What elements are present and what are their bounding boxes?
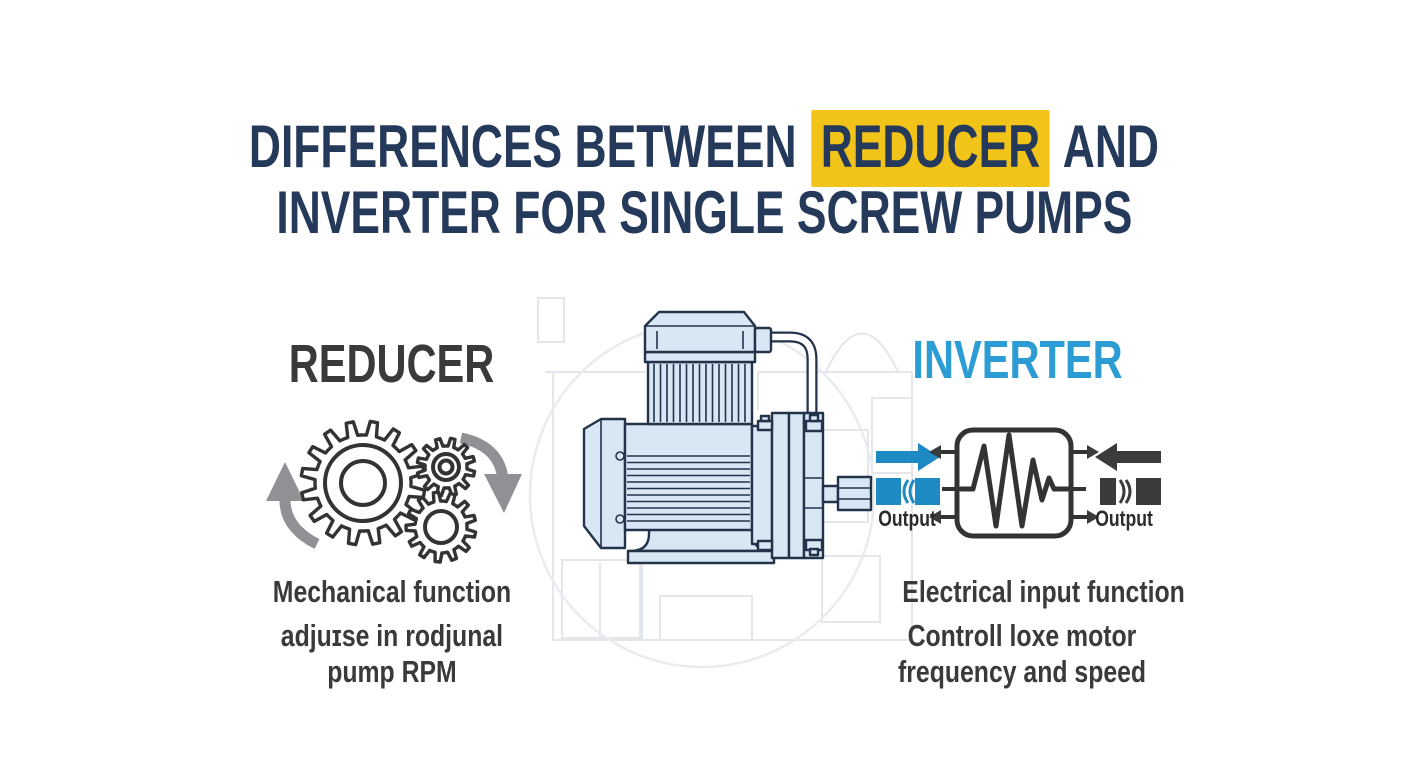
stub-arrow-right-bottom	[1087, 510, 1099, 524]
pump-shaft	[821, 484, 840, 504]
frequency-inverter-icon	[876, 427, 1161, 539]
page-title-line2: INVERTER FOR SINGLE SCREW PUMPS	[275, 179, 1132, 246]
single-screw-pump-illustration	[528, 297, 913, 669]
shaft-coupling	[836, 475, 873, 512]
terminal-box-connector	[753, 326, 773, 354]
reducer-caption-line1: Mechanical function	[272, 574, 512, 609]
pump-bell-housing	[750, 424, 774, 546]
motor-body	[623, 422, 754, 532]
reducer-caption-line2: adjuɪse in rodjunal	[280, 618, 504, 653]
blue-arrow-icon	[876, 443, 940, 471]
rotation-arrow-left	[266, 462, 320, 549]
blue-coupling-icon	[876, 478, 940, 505]
background-machinery-lines	[537, 297, 913, 641]
dark-coupling-icon	[1100, 478, 1161, 505]
title-highlight-reducer: REDUCER	[811, 110, 1050, 187]
inverter-caption-line3: frequency and speed	[898, 654, 1147, 689]
page-title-line1: DIFFERENCES BETWEEN REDUCER AND	[0, 110, 1408, 187]
stub-arrow-left-bottom	[929, 510, 941, 524]
output-label-right: Output	[1095, 506, 1153, 531]
pump-foot-plate	[626, 549, 776, 565]
gear-bottom	[404, 490, 478, 564]
waveform-icon	[958, 432, 1074, 529]
dark-arrow-icon	[1095, 443, 1161, 471]
flange-disc-3	[802, 411, 825, 560]
rotation-arrow-right	[459, 432, 522, 513]
stub-arrow-left-top	[929, 445, 941, 459]
flange-bolts	[756, 413, 824, 557]
inverter-caption-line2: Controll loxe motor	[907, 618, 1137, 653]
flange-disc-1	[770, 411, 791, 560]
terminal-box	[643, 310, 757, 354]
inverter-caption-line1: Electrical input function	[902, 574, 1185, 609]
inverter-box-icon	[929, 427, 1099, 539]
reducer-heading: REDUCER	[289, 334, 495, 394]
stub-arrow-right-top	[1087, 445, 1099, 459]
gears-icon	[266, 419, 522, 564]
output-label-left: Output	[878, 506, 936, 531]
inverter-heading: INVERTER	[912, 330, 1124, 390]
title-text-post: AND	[1052, 113, 1160, 180]
pump-motor	[582, 310, 873, 565]
conduit-pipe	[770, 331, 818, 420]
motor-end-cap	[582, 417, 627, 550]
reducer-caption-line3: pump RPM	[327, 654, 457, 689]
gear-large	[299, 419, 427, 547]
title-text-pre: DIFFERENCES BETWEEN	[248, 113, 809, 180]
terminal-box-lip	[643, 350, 757, 364]
gear-small-top	[415, 436, 477, 498]
flange-disc-2	[787, 411, 806, 560]
